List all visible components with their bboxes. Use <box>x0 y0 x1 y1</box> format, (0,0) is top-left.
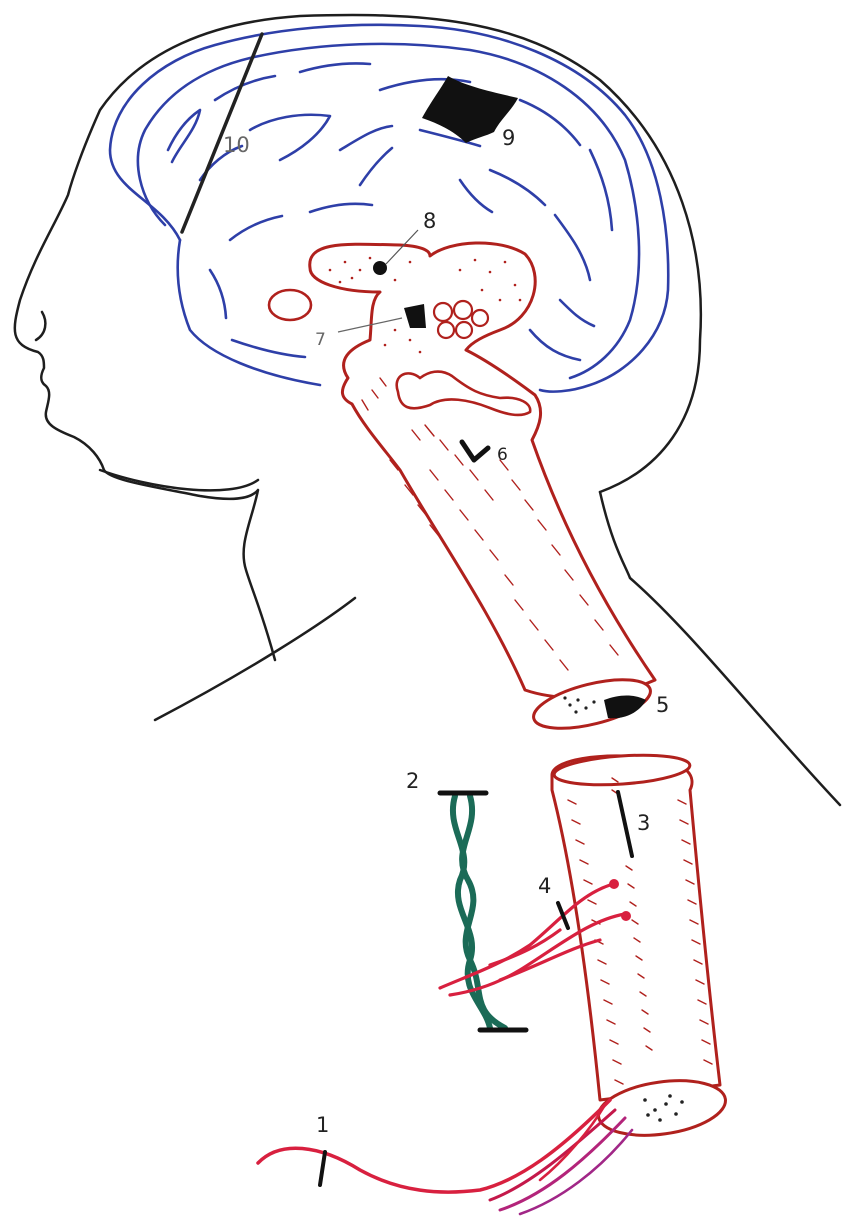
brainstem <box>269 243 655 738</box>
label-9: 9 <box>502 126 515 150</box>
gyrus-6 <box>250 115 330 160</box>
gyrus-1 <box>168 110 200 162</box>
label-2: 2 <box>406 769 419 793</box>
lesion-5-segment <box>604 696 646 719</box>
chin-to-neck <box>155 598 355 720</box>
lesion-10-line <box>182 34 262 232</box>
label-8: 8 <box>423 209 436 233</box>
gyrus-3 <box>300 63 370 72</box>
label-10: 10 <box>223 133 250 157</box>
nucleus-circle <box>456 322 472 338</box>
label-1: 1 <box>316 1113 329 1137</box>
root-ganglion-top <box>609 879 619 889</box>
nucleus-circle <box>454 301 472 319</box>
gyrus-10 <box>490 170 545 205</box>
gyrus-14 <box>310 204 372 212</box>
gyrus-16 <box>232 340 305 357</box>
ear-mark <box>36 312 45 340</box>
lesion-1-bar <box>320 1152 325 1185</box>
gyrus-18 <box>560 300 594 326</box>
peripheral-nerve-b <box>490 1110 615 1200</box>
gyrus-5 <box>520 100 580 145</box>
head-outline <box>15 15 701 660</box>
gyrus-12 <box>590 150 612 230</box>
spinal-cord-body <box>552 756 720 1100</box>
label-4: 4 <box>538 874 551 898</box>
label-3: 3 <box>637 811 650 835</box>
label-5: 5 <box>656 693 669 717</box>
gyrus-17 <box>530 330 580 360</box>
small-oval-body <box>269 290 311 320</box>
lesion-4-bar <box>558 903 568 928</box>
lesion-8-dot <box>373 261 387 275</box>
gyrus-13 <box>230 216 282 240</box>
label-6: 6 <box>497 445 508 465</box>
label-7: 7 <box>315 330 326 350</box>
gyrus-20 <box>460 180 492 212</box>
peripheral-nerve-bundle <box>258 1100 632 1214</box>
chain-strand-b <box>462 796 505 1028</box>
nucleus-circle <box>438 322 454 338</box>
peripheral-nerve-c <box>500 1118 625 1210</box>
gyrus-15 <box>210 270 226 318</box>
nucleus-circle <box>434 303 452 321</box>
nucleus-circle <box>472 310 488 326</box>
gyrus-11 <box>555 215 590 280</box>
gyrus-8 <box>360 148 392 185</box>
gyrus-7 <box>340 126 392 150</box>
root-ganglion-mid <box>621 911 631 921</box>
